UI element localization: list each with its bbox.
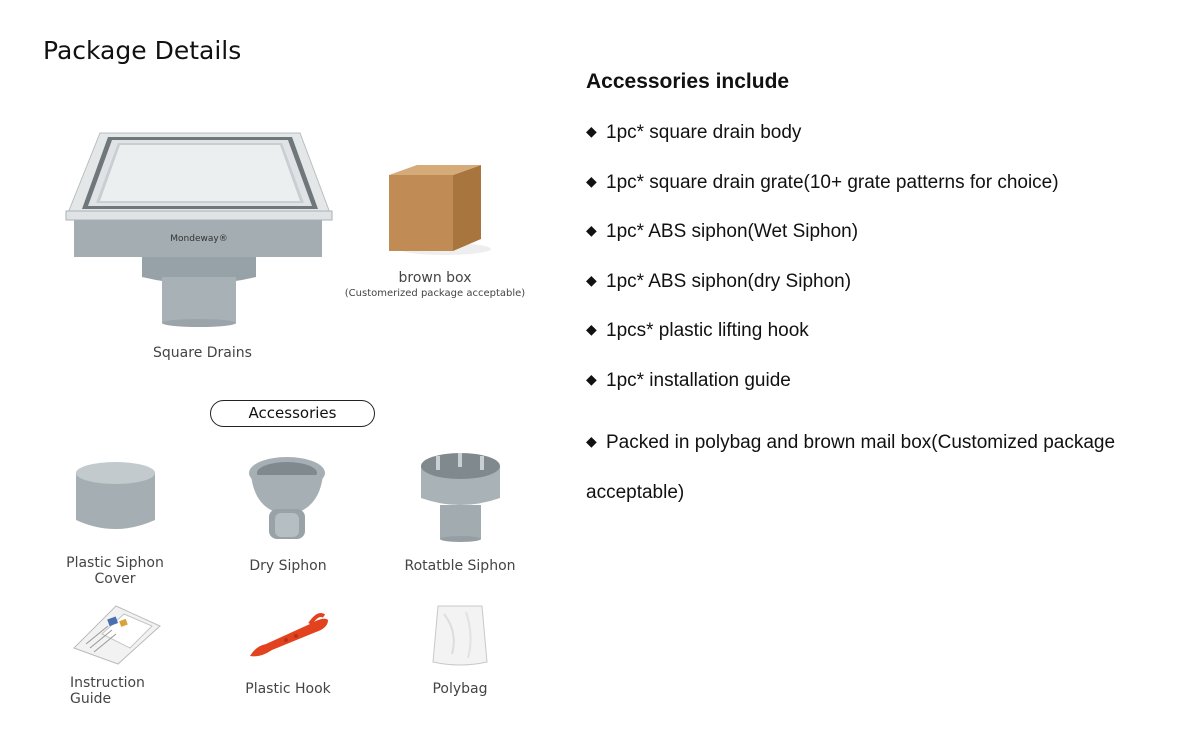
page-title: Package Details xyxy=(43,36,242,65)
bullet-icon: ◆ xyxy=(586,271,597,288)
rotatable-siphon-icon xyxy=(421,453,500,542)
dry-siphon-caption: Dry Siphon xyxy=(249,558,327,574)
bullet-icon: ◆ xyxy=(586,370,597,387)
accessories-heading: Accessories xyxy=(210,400,375,427)
list-item: ◆1pc* square drain grate(10+ grate patte… xyxy=(586,168,1166,218)
accessories-include-list: ◆1pc* square drain body ◆1pc* square dra… xyxy=(586,118,1166,503)
instruction-guide-icon xyxy=(73,605,161,665)
brand-label: Mondeway® xyxy=(170,234,227,244)
plastic-hook-caption: Plastic Hook xyxy=(245,681,331,697)
polybag-caption: Polybag xyxy=(432,681,488,697)
brown-box-caption: brown box xyxy=(398,270,472,286)
plastic-hook-icon xyxy=(250,613,328,657)
square-drains-caption: Square Drains xyxy=(153,345,252,361)
square-drain-image: Mondeway® xyxy=(65,132,333,327)
bullet-icon: ◆ xyxy=(586,432,597,449)
list-item: ◆1pcs* plastic lifting hook xyxy=(586,316,1166,366)
accessories-include-title: Accessories include xyxy=(586,70,790,93)
brown-box-image xyxy=(389,165,491,255)
bullet-icon: ◆ xyxy=(586,123,597,139)
polybag-icon xyxy=(432,605,488,666)
list-item: ◆Packed in polybag and brown mail box(Cu… xyxy=(586,416,1166,503)
list-item: ◆1pc* ABS siphon(Wet Siphon) xyxy=(586,217,1166,267)
bullet-icon: ◆ xyxy=(586,222,597,239)
list-item: ◆1pc* ABS siphon(dry Siphon) xyxy=(586,267,1166,317)
brown-box-subcaption: (Customerized package acceptable) xyxy=(344,288,526,299)
siphon-cover-caption: Plastic Siphon Cover xyxy=(66,555,164,587)
bullet-icon: ◆ xyxy=(586,321,597,338)
dry-siphon-icon xyxy=(249,457,325,539)
rotatable-siphon-caption: Rotatble Siphon xyxy=(404,558,516,574)
siphon-cover-icon xyxy=(76,462,155,529)
list-item: ◆1pc* installation guide xyxy=(586,366,1166,416)
bullet-icon: ◆ xyxy=(586,172,597,189)
list-item: ◆1pc* square drain body xyxy=(586,118,1166,168)
instruction-guide-caption: Instruction Guide xyxy=(70,675,145,707)
